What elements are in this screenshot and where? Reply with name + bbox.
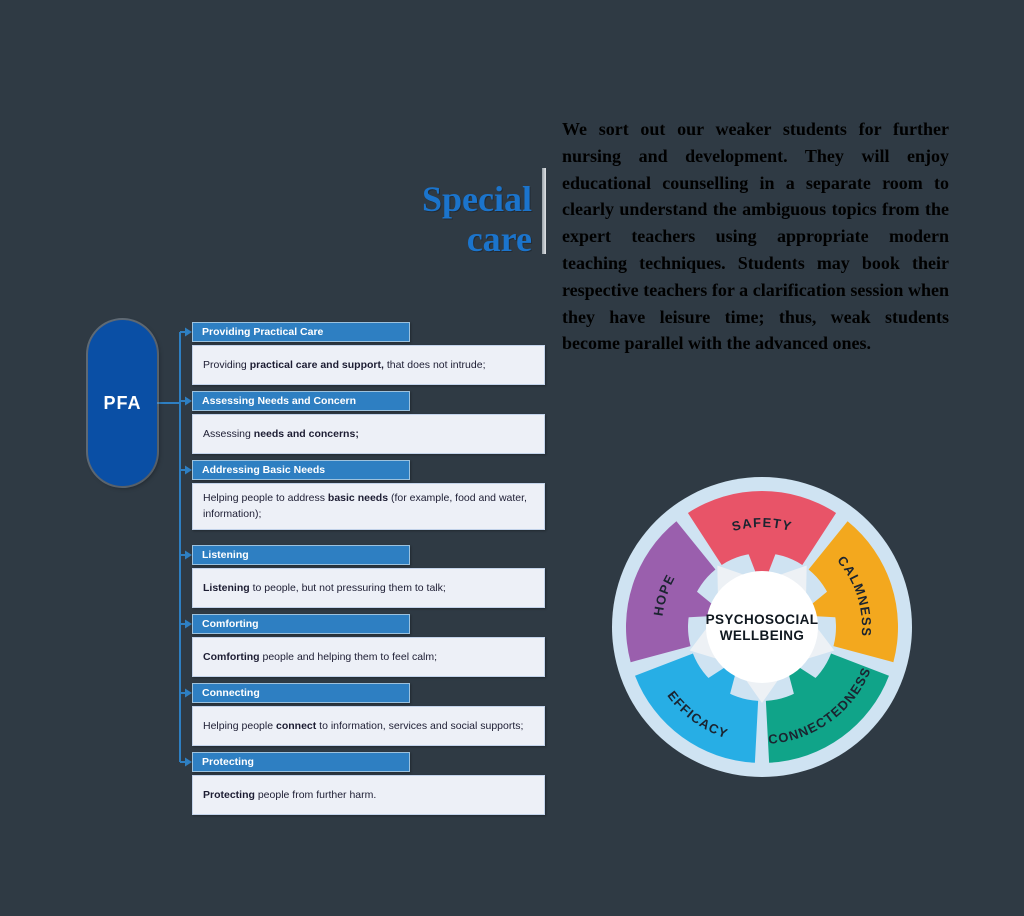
pfa-step-description: Helping people connect to information, s… bbox=[192, 706, 545, 746]
special-care-title-line1: Special bbox=[421, 179, 532, 219]
wheel-pointer-safety bbox=[747, 550, 777, 589]
pfa-step-description: Providing practical care and support, th… bbox=[192, 345, 545, 385]
pfa-step-description: Comforting people and helping them to fe… bbox=[192, 637, 545, 677]
arrow-icon bbox=[185, 619, 192, 629]
pfa-step-description: Assessing needs and concerns; bbox=[192, 414, 545, 454]
pfa-step-description: Protecting people from further harm. bbox=[192, 775, 545, 815]
wheel-label-safety: SAFETY bbox=[730, 515, 794, 534]
wheel-segment-connectedness bbox=[765, 653, 889, 763]
special-care-title-line2: care bbox=[466, 219, 532, 260]
pfa-step-header: Listening bbox=[192, 545, 410, 565]
special-care-paragraph: We sort out our weaker students for furt… bbox=[562, 119, 949, 354]
wheel-center-circle bbox=[706, 571, 818, 683]
arrow-icon bbox=[185, 327, 192, 337]
pfa-step-header: Protecting bbox=[192, 752, 410, 772]
wheel-chart: SAFETYCALMNESSCONNECTEDNESSEFFICACYHOPEP… bbox=[612, 477, 912, 777]
title-divider bbox=[542, 168, 546, 254]
special-care-title: Special care bbox=[330, 179, 532, 260]
wheel-segment-safety bbox=[687, 490, 837, 565]
pfa-step-header: Assessing Needs and Concern bbox=[192, 391, 410, 411]
pfa-step-header: Connecting bbox=[192, 683, 410, 703]
pfa-root-node: PFA bbox=[88, 320, 157, 486]
pfa-step-header: Addressing Basic Needs bbox=[192, 460, 410, 480]
arrow-icon bbox=[185, 688, 192, 698]
wheel-segment-efficacy bbox=[635, 653, 759, 763]
arrow-icon bbox=[185, 550, 192, 560]
pfa-step-header: Providing Practical Care bbox=[192, 322, 410, 342]
wheel-segment-hope bbox=[625, 521, 716, 663]
arrow-icon bbox=[185, 757, 192, 767]
wheel-segment-calmness bbox=[808, 521, 899, 663]
pfa-step-header: Comforting bbox=[192, 614, 410, 634]
pfa-step-description: Listening to people, but not pressuring … bbox=[192, 568, 545, 608]
arrow-icon bbox=[185, 465, 192, 475]
arrow-icon bbox=[185, 396, 192, 406]
pfa-root-label: PFA bbox=[103, 392, 142, 413]
pfa-step-description: Helping people to address basic needs (f… bbox=[192, 483, 545, 530]
